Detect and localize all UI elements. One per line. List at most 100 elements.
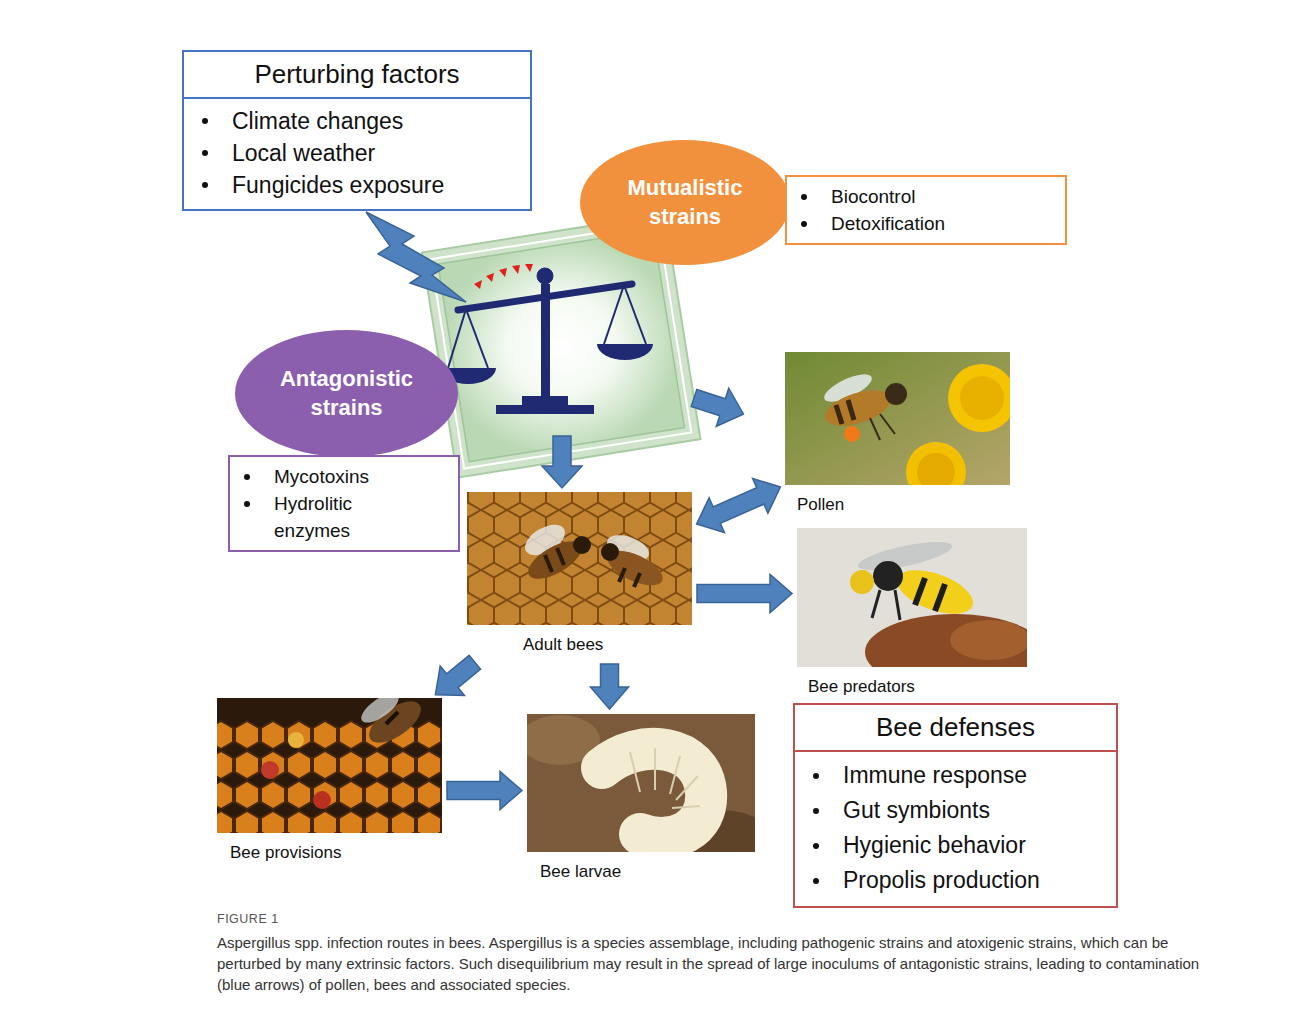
- adult-bees-photo: [634, 573, 640, 587]
- bee-predator-photo: [865, 614, 1027, 667]
- bullet-row: Hydrolitic enzymes: [244, 490, 446, 544]
- photo-panel: Bee larvae: [527, 714, 755, 852]
- adult-bees-photo: [545, 555, 552, 572]
- bullet-dot: [244, 501, 250, 507]
- bee-predator-photo: [895, 590, 900, 620]
- photo-panel: Pollen: [785, 352, 1010, 485]
- photo-label: Bee predators: [808, 677, 915, 697]
- pollen-photo: [960, 376, 1004, 420]
- ellipse-label: Mutualistic strains: [610, 174, 760, 231]
- photo-label: Bee larvae: [540, 862, 621, 882]
- pollen-photo: [906, 442, 966, 485]
- red-tilt-marks: [474, 280, 482, 289]
- balance-scale: [496, 405, 594, 414]
- box-header: Bee defenses: [795, 705, 1116, 752]
- pollen-photo: [870, 418, 880, 440]
- adult-bees-photo: [467, 492, 692, 625]
- lightning-bolt: [366, 212, 466, 302]
- bullet-row: Mycotoxins: [244, 463, 446, 490]
- photo-label: Adult bees: [523, 635, 603, 655]
- bee-larva-photo: [602, 749, 706, 838]
- pollen-photo: [785, 352, 1010, 485]
- bullet-list: Immune responseGut symbiontsHygienic beh…: [795, 752, 1116, 906]
- bullet-dot: [801, 194, 807, 200]
- adult-bees-photo: [601, 543, 619, 561]
- bee-provisions-photo: [313, 791, 331, 809]
- balance-scale: [537, 268, 553, 284]
- balance-scale: [624, 285, 646, 344]
- bullet-row: Hygienic behavior: [813, 828, 1100, 863]
- bullet-text: Immune response: [843, 758, 1027, 793]
- block-arrow: [697, 479, 781, 533]
- bullet-text: Fungicides exposure: [232, 169, 444, 201]
- figure-caption: Aspergillus spp. infection routes in bee…: [217, 932, 1202, 995]
- photo-panel: Bee predators: [797, 528, 1027, 667]
- balance-scale: [522, 396, 568, 405]
- balance-scale: [440, 268, 653, 414]
- factor-box: Perturbing factorsClimate changesLocal w…: [182, 50, 532, 211]
- bullet-row: Fungicides exposure: [202, 169, 514, 201]
- bullet-dot: [202, 150, 208, 156]
- red-tilt-marks: [486, 273, 494, 282]
- red-tilt-marks: [512, 265, 520, 274]
- adult-bees-photo: [557, 548, 564, 565]
- red-tilt-marks: [525, 264, 533, 272]
- bee-predator-photo: [850, 570, 874, 594]
- defense-box: Bee defensesImmune responseGut symbionts…: [793, 703, 1118, 908]
- pollen-photo: [836, 405, 842, 424]
- balance-scale: [604, 285, 624, 344]
- photo-panel: Bee provisions: [217, 698, 442, 833]
- pollen-photo: [880, 414, 895, 434]
- bullet-row: Climate changes: [202, 105, 514, 137]
- pollen-photo: [821, 383, 895, 433]
- bullet-text: Climate changes: [232, 105, 403, 137]
- bullet-list: Climate changesLocal weatherFungicides e…: [184, 99, 530, 209]
- bee-predator-photo: [915, 578, 925, 605]
- effect-box: BiocontrolDetoxification: [785, 175, 1067, 245]
- bullet-dot: [202, 182, 208, 188]
- ellipse-label: Antagonistic strains: [267, 365, 427, 422]
- balance-scale: [541, 284, 550, 398]
- bullet-row: Local weather: [202, 137, 514, 169]
- bullet-text: Hygienic behavior: [843, 828, 1026, 863]
- bullet-row: Immune response: [813, 758, 1100, 793]
- bullet-dot: [801, 221, 807, 227]
- effect-box: MycotoxinsHydrolitic enzymes: [228, 455, 460, 552]
- pollen-photo: [885, 383, 907, 405]
- bee-provisions-photo: [357, 698, 403, 728]
- bee-predator-photo: [950, 620, 1027, 660]
- box-header: Perturbing factors: [184, 52, 530, 99]
- box-heading: Perturbing factors: [198, 59, 516, 89]
- bee-provisions-photo: [217, 720, 442, 833]
- bullet-text: Detoxification: [831, 210, 945, 237]
- balance-scale: [458, 284, 632, 310]
- bee-provisions-photo: [386, 712, 398, 724]
- block-arrow: [542, 436, 582, 488]
- bee-provisions-photo: [261, 761, 279, 779]
- bee-larva-photo: [630, 748, 700, 808]
- bullet-dot: [813, 843, 819, 849]
- bee-predator-photo: [856, 536, 954, 576]
- bee-provisions-photo: [288, 732, 304, 748]
- pollen-photo: [848, 400, 854, 420]
- bullet-row: Detoxification: [801, 210, 1053, 237]
- red-tilt-marks: [499, 268, 507, 277]
- block-arrow: [697, 575, 792, 613]
- bullet-dot: [813, 878, 819, 884]
- bullet-text: Hydrolitic enzymes: [274, 490, 399, 544]
- strain-ellipse: Mutualistic strains: [580, 140, 790, 265]
- block-arrow: [688, 379, 750, 433]
- bullet-row: Biocontrol: [801, 183, 1053, 210]
- balance-scale: [466, 309, 488, 368]
- red-tilt-marks: [474, 264, 533, 289]
- bullet-dot: [244, 474, 250, 480]
- bullet-text: Biocontrol: [831, 183, 916, 210]
- balance-scale: [448, 309, 466, 368]
- pollen-photo: [948, 364, 1010, 432]
- bee-predator-photo: [797, 528, 1027, 667]
- bullet-dot: [813, 808, 819, 814]
- bullet-text: Gut symbionts: [843, 793, 990, 828]
- adult-bees-photo: [573, 536, 591, 554]
- bee-provisions-photo: [217, 698, 442, 833]
